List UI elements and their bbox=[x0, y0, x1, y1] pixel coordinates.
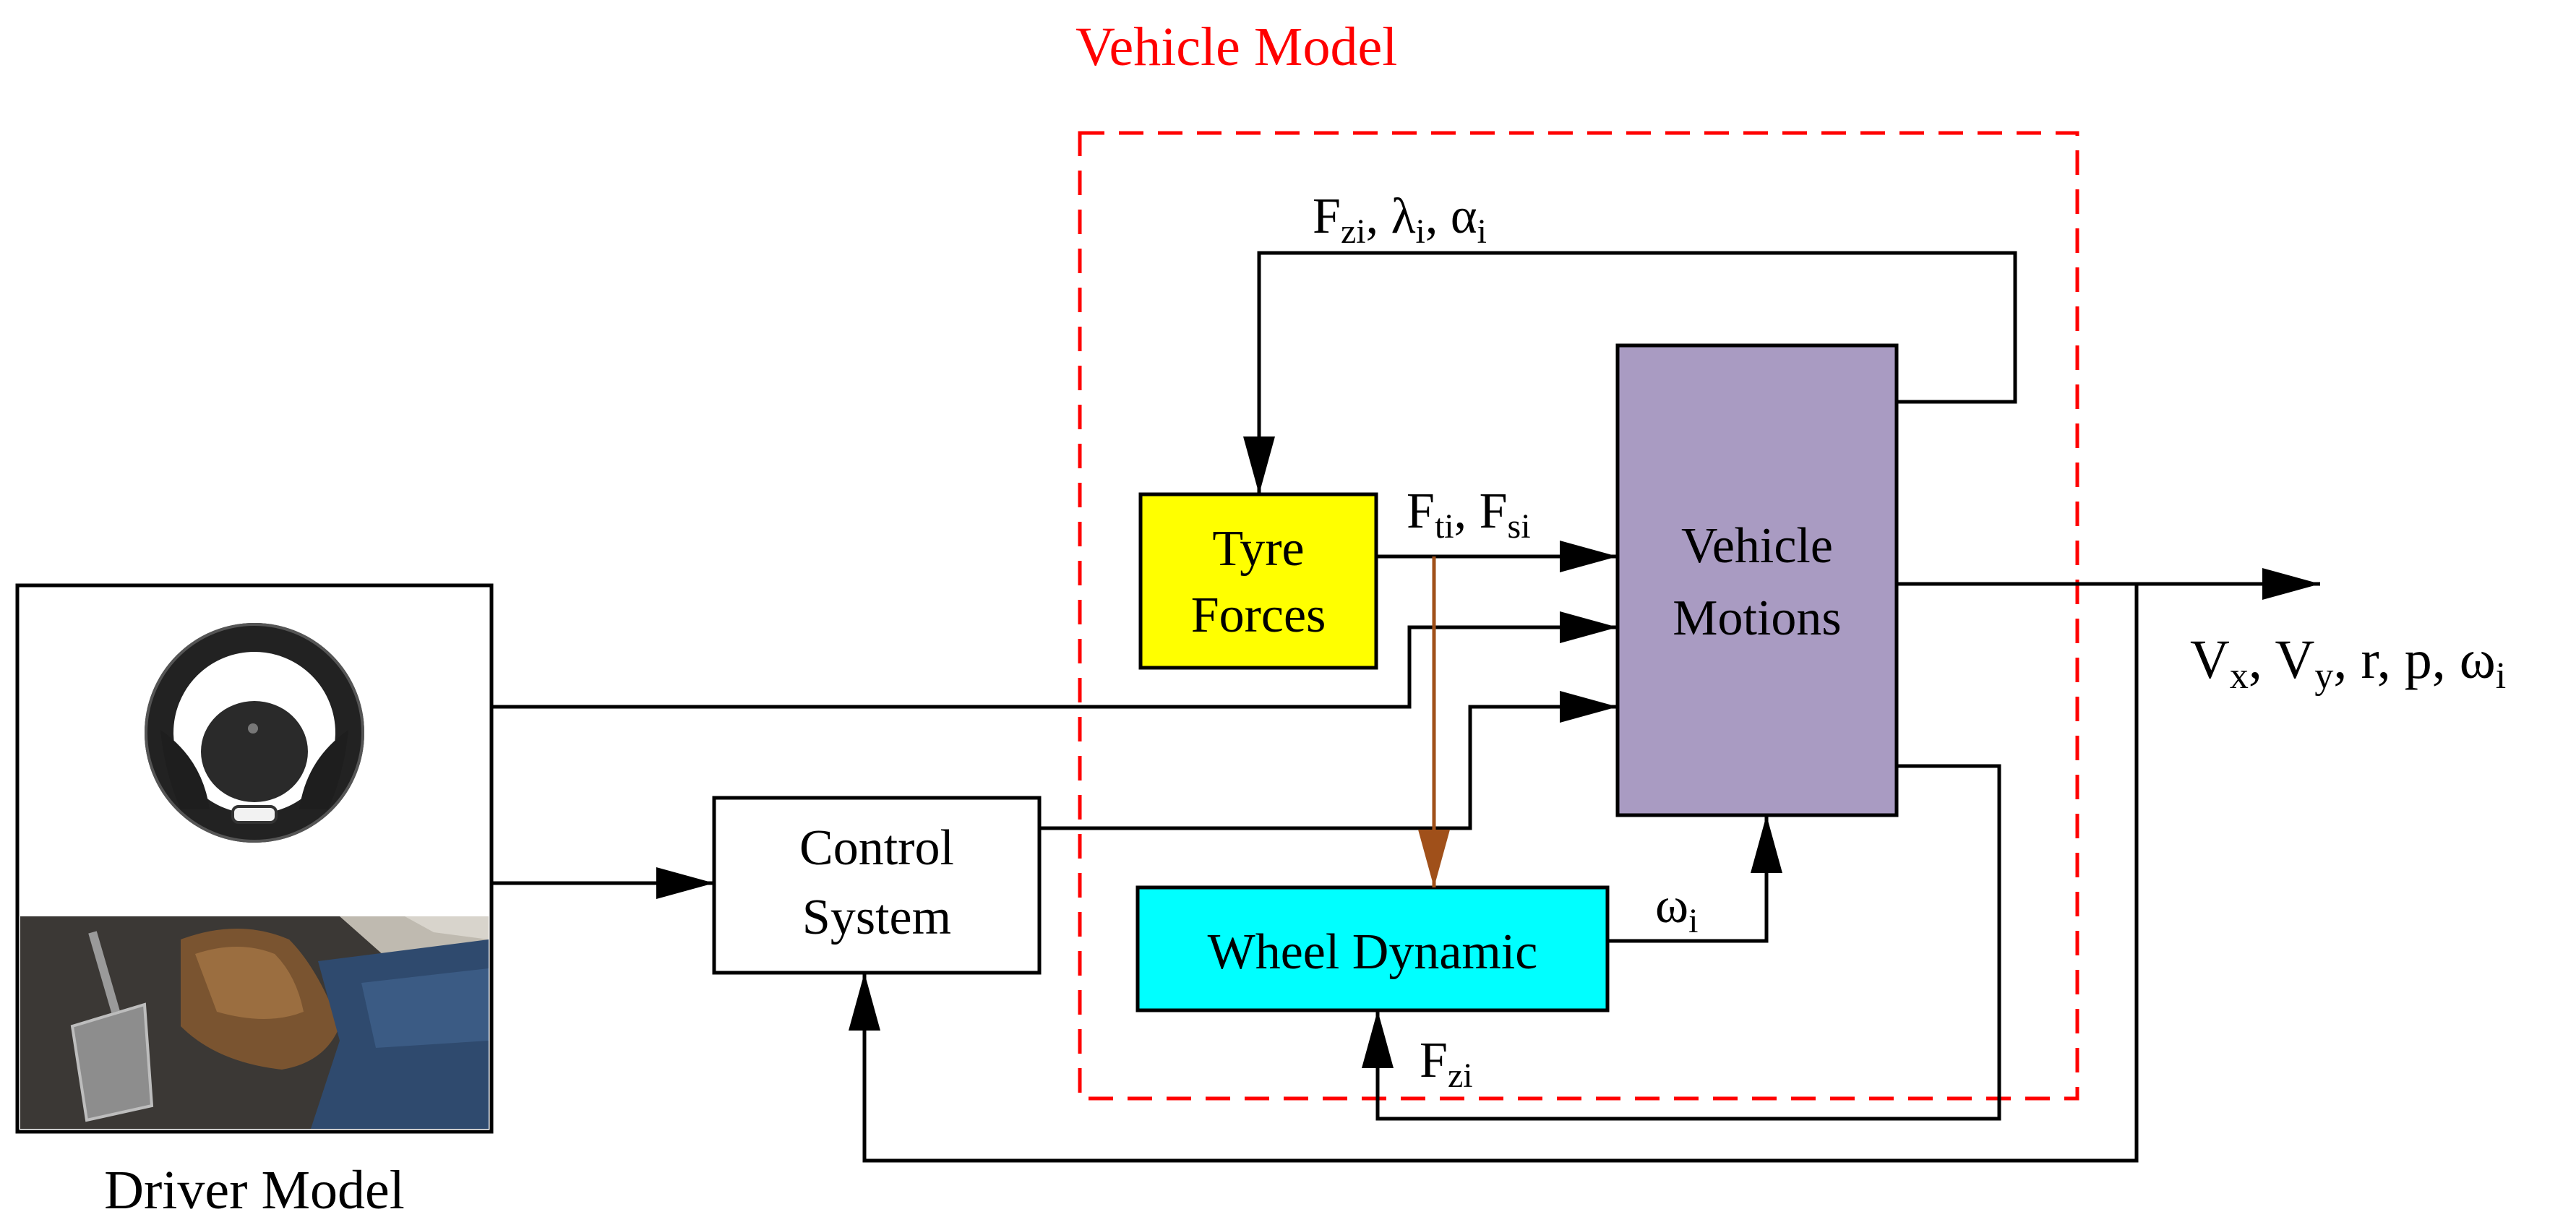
output-feedback-arrow bbox=[849, 584, 2139, 1163]
tyre-out-label: Fti, Fsi bbox=[1407, 483, 1531, 546]
connectors bbox=[491, 251, 2320, 1163]
vehicle-model-title: Vehicle Model bbox=[1076, 17, 1397, 77]
tyre-forces-label-2: Forces bbox=[1191, 588, 1326, 643]
control-system-label-2: System bbox=[802, 890, 951, 945]
control-to-motions-arrow bbox=[1039, 691, 1618, 830]
driver-model-caption: Driver Model bbox=[104, 1160, 405, 1221]
tyre-forces-label-1: Tyre bbox=[1212, 521, 1304, 577]
vehicle-motions-block: Vehicle Motions bbox=[1615, 343, 1899, 817]
driver-model-panel: Driver Model bbox=[15, 583, 494, 1221]
feedback-top-line bbox=[1243, 251, 2017, 494]
outputs-label: Vx, Vy, r, p, ωi bbox=[2190, 629, 2506, 697]
steering-wheel-icon bbox=[145, 623, 364, 843]
wheel-dynamic-block: Wheel Dynamic bbox=[1135, 885, 1610, 1012]
feedback-top-label: Fzi, λi, αi bbox=[1313, 189, 1487, 251]
vehicle-motions-label-2: Motions bbox=[1673, 590, 1841, 646]
control-system-block: Control System bbox=[712, 796, 1042, 975]
fz-bottom-label: Fzi bbox=[1420, 1033, 1473, 1095]
tyre-forces-block: Tyre Forces bbox=[1138, 492, 1378, 670]
pedal-foot-icon bbox=[20, 916, 489, 1129]
omega-to-motions-arrow bbox=[1607, 815, 1782, 943]
wheel-dynamic-label: Wheel Dynamic bbox=[1208, 924, 1538, 980]
omega-label: ωi bbox=[1655, 878, 1698, 940]
vehicle-model-boundary bbox=[1078, 131, 2079, 1101]
control-system-label-1: Control bbox=[799, 820, 954, 876]
vehicle-motions-label-1: Vehicle bbox=[1681, 518, 1833, 574]
steering-input-arrow bbox=[491, 611, 1618, 709]
fz-feedback-arrow bbox=[1362, 764, 2001, 1121]
